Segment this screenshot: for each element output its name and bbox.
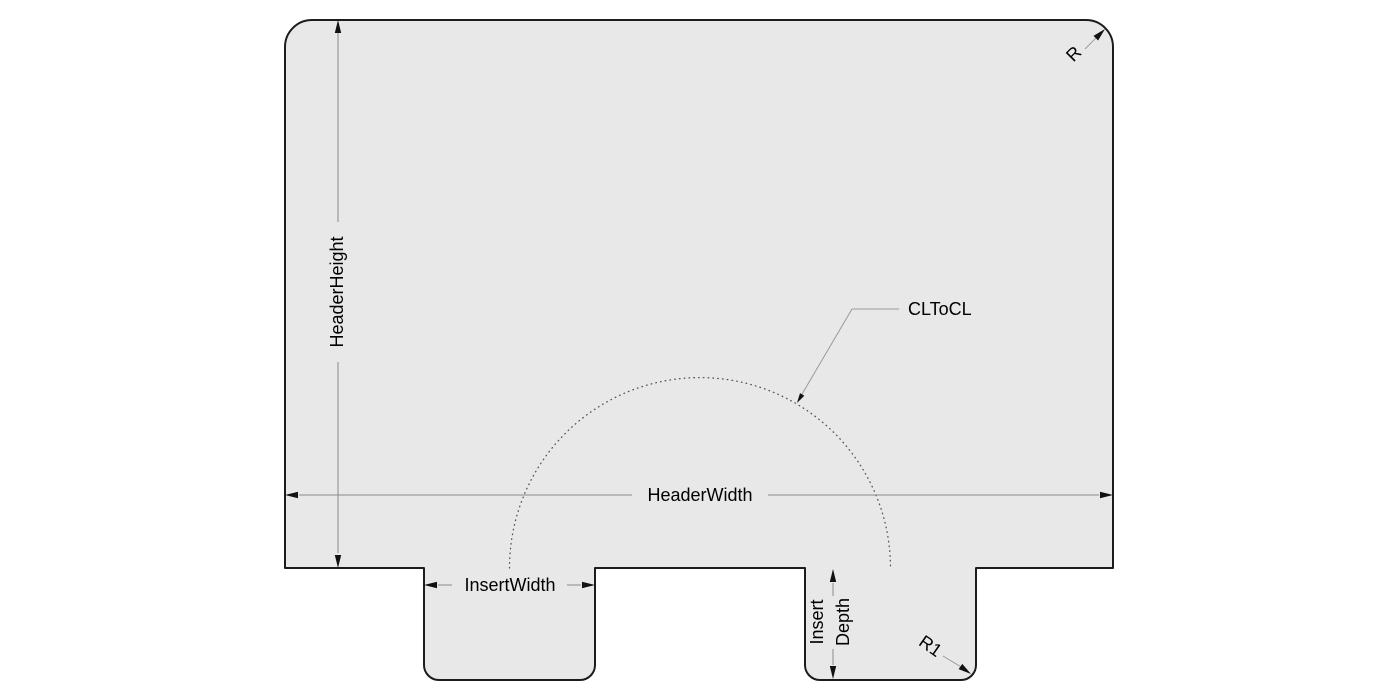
header-height-label: HeaderHeight <box>327 236 347 347</box>
dimension-insert-width: InsertWidth <box>424 575 595 595</box>
cl-to-cl-leader-line <box>797 308 899 402</box>
radius-r-leader-line <box>1084 37 1097 50</box>
arrowhead-up-icon <box>829 569 837 582</box>
insert-depth-label-line1: Insert <box>807 599 827 644</box>
annotation-cl-to-cl: CLToCL <box>797 299 972 403</box>
arrowhead-diagonal-icon <box>797 393 805 403</box>
radius-r1-leader-line <box>942 655 961 667</box>
cl-to-cl-label: CLToCL <box>908 299 972 319</box>
cl-to-cl-arc <box>508 376 892 569</box>
arrowhead-right-icon <box>582 581 595 589</box>
arrowhead-left-icon <box>424 581 437 589</box>
arrowhead-right-icon <box>1100 491 1113 499</box>
dimension-header-height: HeaderHeight <box>327 20 347 568</box>
insert-depth-label-line2: Depth <box>833 598 853 646</box>
arrowhead-diagonal-icon <box>958 663 971 674</box>
header-part-outline <box>284 19 1114 681</box>
arrowhead-up-icon <box>334 20 342 33</box>
dimension-insert-depth: Insert Depth <box>807 569 853 679</box>
insert-width-label: InsertWidth <box>464 575 555 595</box>
arrowhead-down-icon <box>334 555 342 568</box>
header-width-label: HeaderWidth <box>647 485 752 505</box>
arrowhead-diagonal-icon <box>1093 29 1105 41</box>
arrowhead-down-icon <box>829 666 837 679</box>
arrowhead-left-icon <box>285 491 298 499</box>
dimension-header-width: HeaderWidth <box>285 485 1113 505</box>
